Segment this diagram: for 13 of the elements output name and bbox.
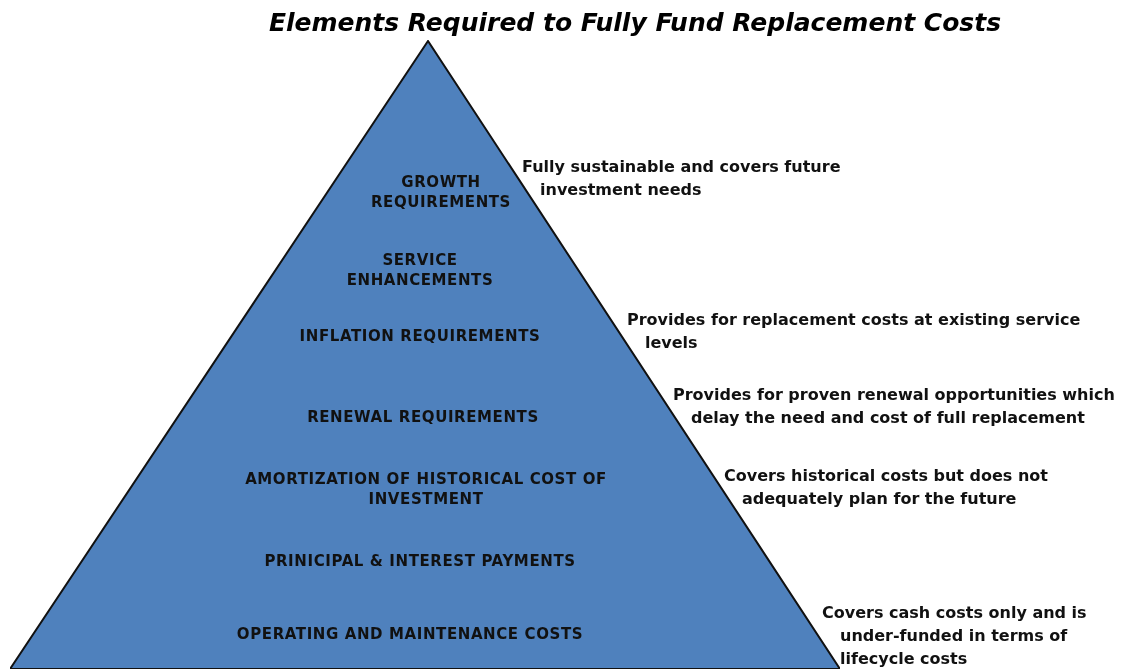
annotation-text: Fully sustainable and covers future investment needs: [522, 156, 842, 201]
level-label: AMORTIZATION OF HISTORICAL COST OF INVESTMENT: [244, 469, 608, 509]
level-label: RENEWAL REQUIREMENTS: [306, 407, 540, 427]
level-label: SERVICE ENHANCEMENTS: [345, 250, 495, 290]
level-label: INFLATION REQUIREMENTS: [298, 326, 542, 346]
annotation-text: Provides for replacement costs at existing service levels: [627, 309, 1082, 354]
level-label: GROWTH REQUIREMENTS: [369, 172, 513, 212]
annotation-text: Covers cash costs only and is under-funded in terms of lifecycle costs: [822, 602, 1088, 669]
annotation-text: Covers historical costs but does not adequately plan for the future: [724, 465, 1049, 510]
level-label: PRINICIPAL & INTEREST PAYMENTS: [263, 551, 577, 571]
title: Elements Required to Fully Fund Replacement Costs: [267, 8, 1003, 37]
annotation-text: Provides for proven renewal opportunities which delay the need and cost of full replacement: [673, 384, 1116, 429]
level-label: OPERATING AND MAINTENANCE COSTS: [235, 624, 585, 644]
